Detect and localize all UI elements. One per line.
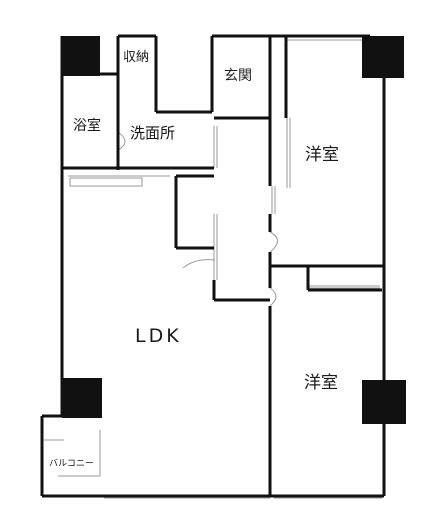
columns (62, 36, 406, 424)
column-top-left (62, 36, 100, 76)
balcony-label: バルコニー (49, 458, 94, 469)
western-room-north-label: 洋室 (305, 145, 339, 165)
column-top-right (362, 36, 404, 78)
column-left-middle (62, 378, 102, 418)
column-right-middle (362, 380, 406, 424)
washroom-label: 洗面所 (130, 124, 175, 142)
storage-label: 収納 (123, 50, 149, 65)
entrance-label: 玄関 (224, 67, 252, 84)
kitchen-counter (69, 177, 143, 187)
western-room-south-label: 洋室 (304, 373, 338, 393)
room-labels: 収納 玄関 浴室 洗面所 洋室 LDK 洋室 バルコニー (49, 50, 339, 469)
walls (40, 34, 386, 498)
ldk-label: LDK (135, 325, 182, 347)
bath-label: 浴室 (73, 117, 101, 134)
